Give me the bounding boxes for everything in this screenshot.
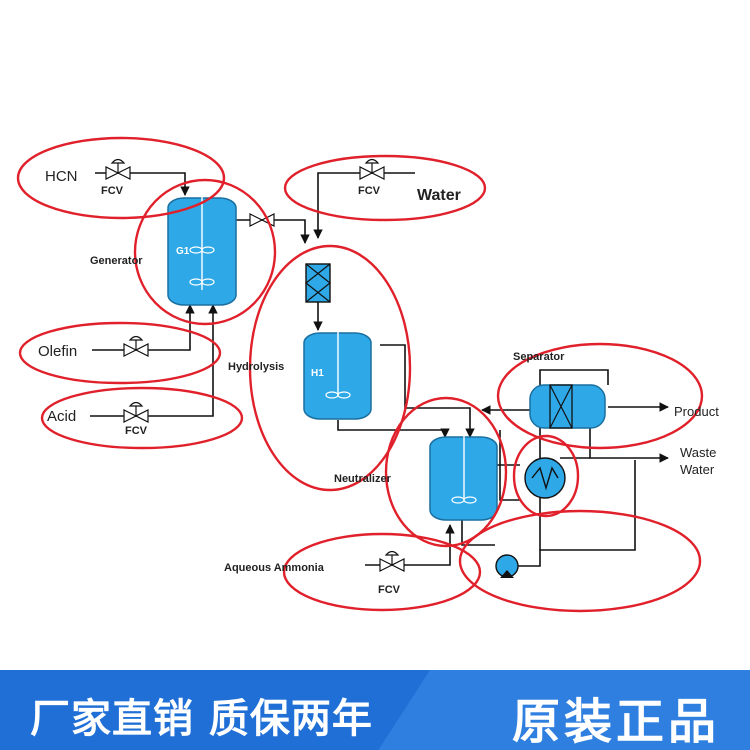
label-generator: Generator (90, 255, 143, 267)
valve-icon (105, 158, 131, 180)
label-hcn: HCN (45, 168, 78, 185)
highlight-ring-ammonia (282, 532, 482, 612)
highlight-ring-olefin (18, 321, 222, 385)
neutralizer-vessel (429, 432, 498, 521)
highlight-ring-pump-loop (458, 509, 702, 613)
label-fcv-acid: FCV (125, 425, 148, 437)
highlight-ring-generator (133, 178, 277, 326)
label-g1: G1 (176, 246, 190, 257)
highlight-ring-heat-exchanger (512, 434, 580, 518)
heat-exchanger (524, 457, 566, 499)
label-waste: Waste (680, 445, 716, 460)
valve-icon (359, 158, 385, 180)
highlight-rings (16, 136, 704, 613)
valve-icon (123, 335, 149, 357)
valve-icon (379, 550, 405, 572)
generator-vessel (167, 192, 237, 306)
promo-banner-left (0, 670, 430, 750)
label-waste-water: Water (680, 462, 715, 477)
label-neutralizer: Neutralizer (334, 473, 392, 485)
separator-vessel (529, 384, 606, 429)
promo-banner: 厂家直销 质保两年 原装正品 (0, 670, 750, 750)
highlight-ring-acid (40, 386, 244, 450)
pump-icon (495, 554, 519, 578)
highlight-ring-hcn (16, 136, 226, 220)
label-hydrolysis: Hydrolysis (228, 361, 284, 373)
label-fcv-ammonia: FCV (378, 584, 401, 596)
promo-text-right: 原装正品 (511, 694, 720, 750)
label-olefin: Olefin (38, 343, 77, 360)
label-fcv-water: FCV (358, 185, 381, 197)
hydrolysis-vessel (303, 328, 372, 420)
label-separator: Separator (513, 351, 565, 363)
highlight-ring-separator (496, 342, 704, 450)
valve-icon (123, 401, 149, 423)
reactor-column (305, 263, 331, 303)
label-fcv-hcn: FCV (101, 185, 124, 197)
label-product: Product (674, 404, 719, 419)
highlight-ring-neutralizer (384, 396, 508, 548)
label-acid: Acid (47, 408, 76, 425)
label-h1: H1 (311, 368, 324, 379)
highlight-ring-water (283, 154, 487, 222)
highlight-ring-hydrolysis (248, 244, 412, 492)
label-water: Water (417, 187, 461, 204)
promo-text-left: 厂家直销 质保两年 (30, 696, 373, 742)
label-aqueous-ammonia: Aqueous Ammonia (224, 562, 325, 574)
